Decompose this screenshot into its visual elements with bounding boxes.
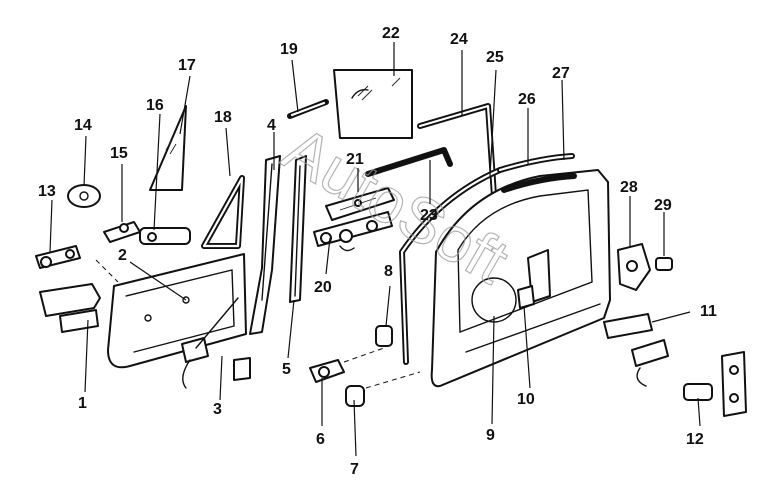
callout-7: 7	[350, 461, 359, 478]
regulator-bracket-part	[325, 187, 395, 221]
door-shell-part	[430, 169, 611, 388]
door-stop-part	[375, 325, 393, 347]
vent-glass-part	[149, 105, 187, 191]
leader-lines	[49, 42, 701, 457]
callout-16: 16	[146, 97, 164, 114]
callout-24: 24	[450, 31, 468, 48]
callout-4: 4	[267, 117, 276, 134]
callout-26: 26	[518, 91, 536, 108]
hinge-part	[683, 351, 747, 417]
callout-6: 6	[316, 431, 325, 448]
rear-channel-part	[289, 155, 307, 303]
outer-belt-seal-part	[501, 173, 577, 193]
door-frame-seal-part	[399, 167, 503, 365]
callout-8: 8	[384, 263, 393, 280]
callout-19: 19	[280, 41, 298, 58]
outer-handle-part	[603, 313, 669, 387]
inner-handle-part	[181, 297, 251, 389]
door-glass-part	[333, 69, 413, 139]
callout-11: 11	[700, 303, 717, 320]
callout-10: 10	[517, 391, 535, 408]
callout-5: 5	[282, 361, 291, 378]
callout-20: 20	[314, 279, 332, 296]
callout-2: 2	[118, 247, 127, 264]
inner-weatherstrip-part	[287, 99, 329, 119]
callout-17: 17	[178, 57, 196, 74]
inner-trim-panel-part	[95, 253, 247, 369]
lift-rail-part	[365, 147, 453, 177]
callout-21: 21	[346, 151, 364, 168]
escutcheon-part	[67, 184, 101, 208]
callout-3: 3	[213, 401, 222, 418]
callout-18: 18	[214, 109, 232, 126]
glass-run-channel-part	[417, 103, 497, 199]
bumper-part	[345, 371, 421, 407]
window-regulator-part	[313, 211, 393, 252]
door-latch-part	[617, 243, 651, 291]
lock-cylinder-part	[35, 245, 81, 269]
division-bar-part	[249, 155, 281, 335]
vent-frame-seal-part	[201, 175, 245, 249]
upper-seal-part	[497, 153, 575, 173]
callout-25: 25	[486, 49, 504, 66]
armrest-part	[39, 283, 101, 333]
callout-labels: 1 2 3 4 5 6 7 8 9 10 11 12 13 14 15 16 1…	[38, 25, 717, 478]
callout-22: 22	[382, 25, 400, 42]
callout-14: 14	[74, 117, 92, 134]
callout-27: 27	[552, 65, 570, 82]
bolt-part	[655, 257, 673, 271]
callout-12: 12	[686, 431, 704, 448]
callout-1: 1	[78, 395, 87, 412]
lock-clip-part	[103, 221, 141, 243]
callout-29: 29	[654, 197, 672, 214]
striker-part	[309, 347, 385, 383]
callout-13: 13	[38, 183, 56, 200]
callout-28: 28	[620, 179, 638, 196]
outer-mirror-part	[517, 249, 551, 309]
callout-9: 9	[486, 427, 495, 444]
vent-pivot-part	[139, 227, 191, 245]
callout-15: 15	[110, 145, 128, 162]
callout-23: 23	[420, 207, 438, 224]
